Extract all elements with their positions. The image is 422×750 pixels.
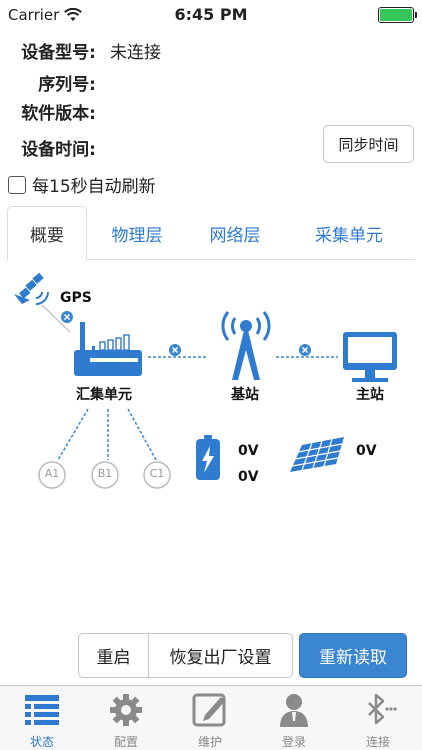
restart-button[interactable]: 重启: [78, 633, 149, 678]
device-time-label: 设备时间:: [21, 140, 96, 160]
reread-button[interactable]: 重新读取: [299, 633, 407, 678]
tabbar-status[interactable]: 状态: [0, 686, 84, 750]
auto-refresh-checkbox[interactable]: [8, 175, 26, 194]
model-value: 未连接: [110, 43, 161, 63]
device-action-group: 重启 恢复出厂设置: [78, 633, 293, 678]
aggregator-label: 汇集单元: [76, 387, 132, 403]
gps-label: GPS: [60, 290, 92, 306]
serial-row: 序列号:: [0, 70, 422, 95]
collector-c1-label: C1: [149, 467, 165, 480]
sync-time-button[interactable]: 同步时间: [323, 125, 414, 163]
status-bar-left: Carrier: [8, 6, 83, 24]
battery-level-icon: [196, 435, 220, 480]
user-icon: [280, 694, 308, 727]
tabbar-login-label: 登录: [281, 735, 306, 749]
base-master-disconnected-icon: [299, 344, 311, 356]
collector-c1-icon: [143, 461, 171, 489]
bottom-tab-bar: 状态 配置 维护: [0, 685, 422, 750]
clock: 6:45 PM: [174, 5, 248, 24]
base-station-label: 基站: [231, 387, 259, 403]
battery-icon: [378, 7, 417, 23]
firmware-label: 软件版本:: [21, 104, 96, 124]
aggregator-icon: [74, 322, 142, 376]
auto-refresh-option[interactable]: 每15秒自动刷新: [8, 172, 156, 197]
collector-b1-icon: [91, 461, 119, 489]
firmware-row: 软件版本:: [0, 99, 422, 124]
tab-collector-units[interactable]: 采集单元: [315, 225, 383, 246]
tab-overview[interactable]: 概要: [7, 206, 87, 261]
gear-icon: [110, 694, 142, 726]
base-station-icon: [221, 311, 271, 380]
device-time-row: 设备时间:: [0, 135, 300, 160]
edit-icon: [192, 693, 226, 727]
battery-voltage-2: 0V: [238, 469, 259, 485]
master-station-icon: [343, 332, 397, 382]
collector-a1-label: A1: [44, 467, 60, 480]
tab-physical-layer[interactable]: 物理层: [111, 225, 163, 246]
solar-voltage: 0V: [356, 443, 377, 459]
tabbar-config[interactable]: 配置: [84, 686, 168, 750]
tabbar-maintenance[interactable]: 维护: [168, 686, 252, 750]
tabbar-login[interactable]: 登录: [252, 686, 336, 750]
tab-network-layer[interactable]: 网络层: [209, 225, 261, 246]
topology-graphic: [14, 272, 397, 489]
aggregator-base-disconnected-icon: [169, 344, 181, 356]
topology-diagram: GPS 汇集单元 基站 主站 A1 B1 C1 0V 0V 0V: [0, 262, 422, 512]
collector-a1-icon: [38, 461, 66, 489]
serial-label: 序列号:: [38, 75, 96, 95]
bluetooth-icon: [368, 693, 397, 725]
factory-reset-button[interactable]: 恢复出厂设置: [149, 633, 293, 678]
wifi-icon: [64, 8, 83, 21]
satellite-icon: [14, 272, 49, 305]
gps-disconnected-icon: [61, 311, 73, 323]
tabbar-maintenance-label: 维护: [197, 735, 222, 749]
model-label: 设备型号:: [21, 43, 96, 63]
tabbar-status-label: 状态: [29, 735, 54, 749]
auto-refresh-label: 每15秒自动刷新: [32, 177, 156, 197]
tabbar-config-label: 配置: [113, 735, 138, 749]
model-row: 设备型号: 未连接: [0, 38, 422, 63]
status-bar: Carrier 6:45 PM: [0, 0, 422, 30]
solar-panel-icon: [290, 437, 344, 472]
list-icon: [25, 695, 59, 725]
collector-b1-label: B1: [97, 467, 113, 480]
carrier-label: Carrier: [8, 6, 60, 24]
section-tabs: 概要 物理层 网络层 采集单元: [7, 206, 415, 261]
tabbar-connect[interactable]: 连接: [336, 686, 420, 750]
battery-voltage-1: 0V: [238, 443, 259, 459]
tabbar-connect-label: 连接: [365, 735, 390, 749]
master-station-label: 主站: [356, 387, 384, 403]
